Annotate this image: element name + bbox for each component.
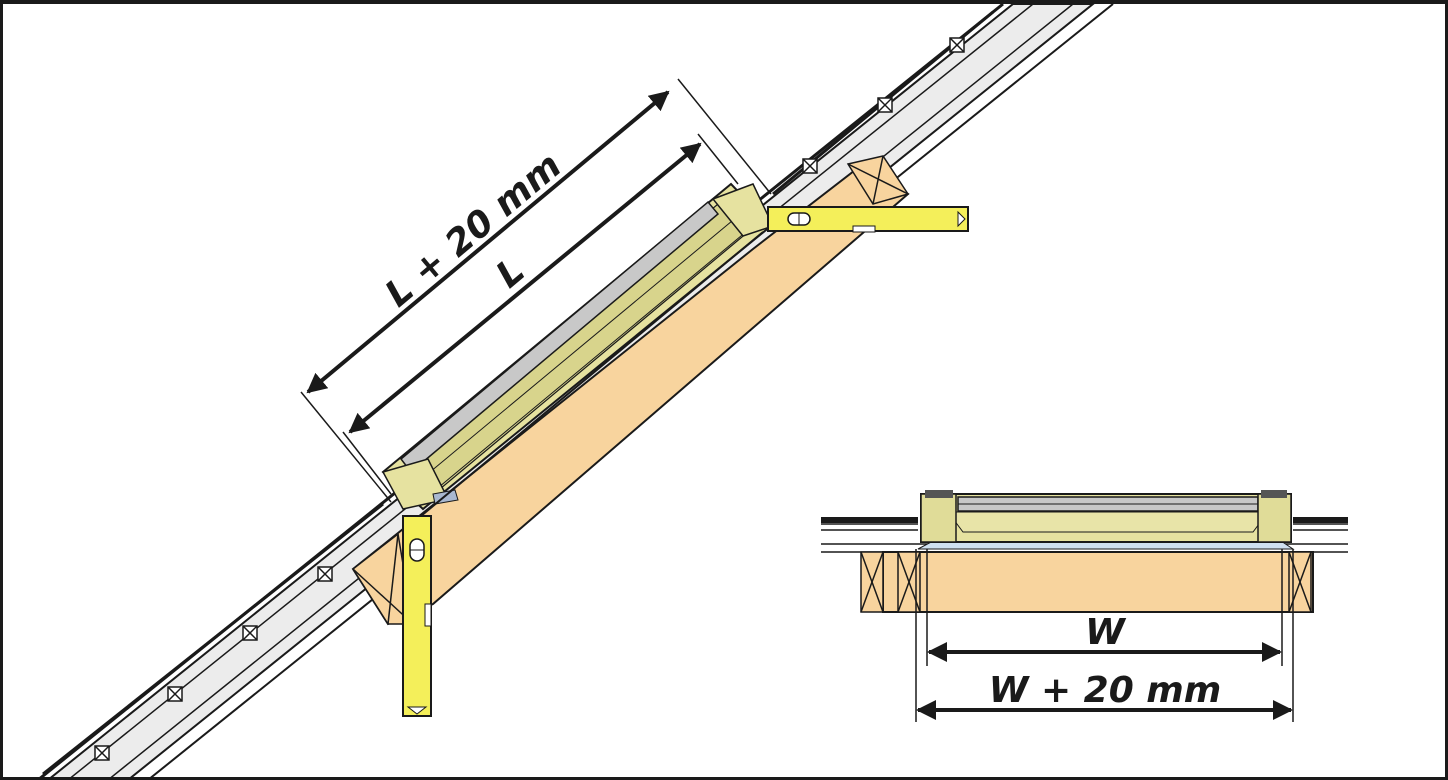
window-frame-section-icon <box>920 490 1292 543</box>
width-outer-label: W + 20 mm <box>989 670 1222 711</box>
width-inner-label: W <box>1085 612 1127 653</box>
trimmer-blocks <box>352 155 910 625</box>
width-timber-lining <box>882 551 1314 613</box>
installation-diagram: L + 20 mm L <box>39 4 1348 777</box>
length-extension-lines <box>300 78 772 503</box>
spirit-level-vertical-icon <box>402 515 432 717</box>
length-inner-arrow <box>348 142 702 434</box>
width-section: W W + 20 mm <box>821 490 1348 722</box>
timber-lining <box>351 162 910 626</box>
battens <box>94 37 965 761</box>
spirit-level-icon <box>767 206 969 233</box>
rafters <box>860 551 1312 613</box>
roof-section: L + 20 mm L <box>39 4 1114 777</box>
length-outer-label: L + 20 mm <box>378 145 570 315</box>
